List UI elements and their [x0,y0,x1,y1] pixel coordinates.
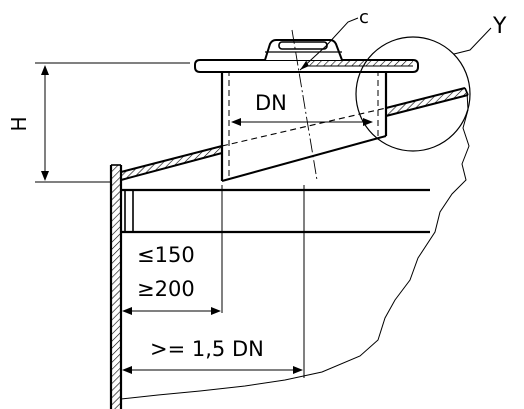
dimension-le150-label: ≤150 [137,243,195,267]
dimension-150-200: ≤150 ≥200 [122,243,221,315]
dimension-dn: DN [231,91,373,126]
dimension-ge200-label: ≥200 [137,277,195,301]
dimension-dn-label: DN [255,91,287,115]
callout-y-label: Y [492,14,507,39]
dimension-1-5-dn: >= 1,5 DN [122,337,303,374]
vertical-wall [109,164,123,409]
detail-circle-y [355,27,492,152]
nozzle-body [220,70,388,182]
dimension-h: H [7,62,190,183]
horizontal-beam [121,188,430,234]
center-line [291,29,318,181]
cover-cap [264,39,343,61]
callout-c-label: c [359,7,369,28]
break-line [120,91,470,400]
dimension-h-label: H [7,116,31,131]
dimension-1-5-dn-label: >= 1,5 DN [150,337,264,361]
callout-c: c [299,7,369,71]
sloped-roof-plate [120,87,469,181]
